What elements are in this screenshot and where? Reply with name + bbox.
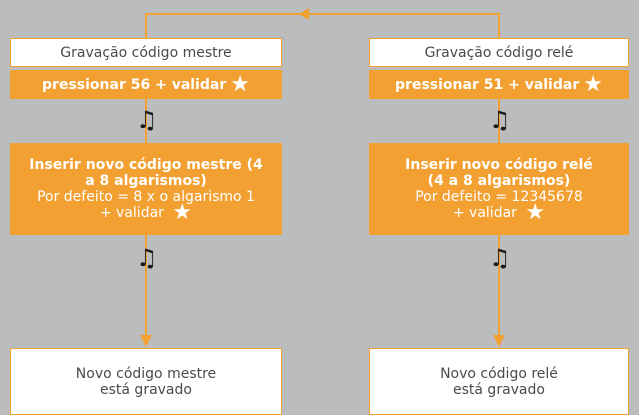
music-note-icon: ♫ <box>489 106 511 134</box>
left-step1-box: pressionar 56 + validar ★ <box>10 70 282 99</box>
left-result-line1: Novo código mestre <box>75 365 217 382</box>
right-header-text: Gravação código relé <box>424 44 574 61</box>
right-step1-box: pressionar 51 + validar ★ <box>369 70 629 99</box>
left-step1-text: pressionar 56 + validar <box>42 76 227 93</box>
right-result-line2: está gravado <box>453 381 545 398</box>
right-step1-text: pressionar 51 + validar <box>395 76 580 93</box>
right-step2-line2: (4 a 8 algarismos) <box>427 173 571 189</box>
music-note-icon: ♫ <box>136 106 158 134</box>
left-arrowhead <box>140 335 152 347</box>
top-arrowhead <box>299 8 309 20</box>
right-arrowhead <box>493 335 505 347</box>
left-header-box: Gravação código mestre <box>10 38 282 67</box>
right-step2-line3: Por defeito = 12345678 <box>415 189 583 205</box>
left-step2-box: Inserir novo código mestre (4 a 8 algari… <box>10 143 282 235</box>
music-note-icon: ♫ <box>489 244 511 272</box>
left-step2-line2: a 8 algarismos) <box>85 173 207 189</box>
right-step2-line1: Inserir novo código relé <box>405 157 593 173</box>
left-result-line2: está gravado <box>100 381 192 398</box>
top-feedback-line <box>145 13 500 39</box>
music-note-icon: ♫ <box>136 244 158 272</box>
left-step2-line3: Por defeito = 8 x o algarismo 1 <box>37 189 255 205</box>
star-icon: ★ <box>172 200 193 225</box>
right-step2-line4: + validar <box>452 205 517 221</box>
left-header-text: Gravação código mestre <box>60 44 232 61</box>
star-icon: ★ <box>525 200 546 225</box>
left-result-box: Novo código mestre está gravado <box>10 348 282 415</box>
right-result-line1: Novo código relé <box>440 365 558 382</box>
right-step2-box: Inserir novo código relé (4 a 8 algarism… <box>369 143 629 235</box>
right-header-box: Gravação código relé <box>369 38 629 67</box>
left-step2-line1: Inserir novo código mestre (4 <box>29 157 263 173</box>
star-icon: ★ <box>230 71 250 97</box>
left-step2-line4: + validar <box>99 205 164 221</box>
star-icon: ★ <box>583 71 603 97</box>
right-result-box: Novo código relé está gravado <box>369 348 629 415</box>
